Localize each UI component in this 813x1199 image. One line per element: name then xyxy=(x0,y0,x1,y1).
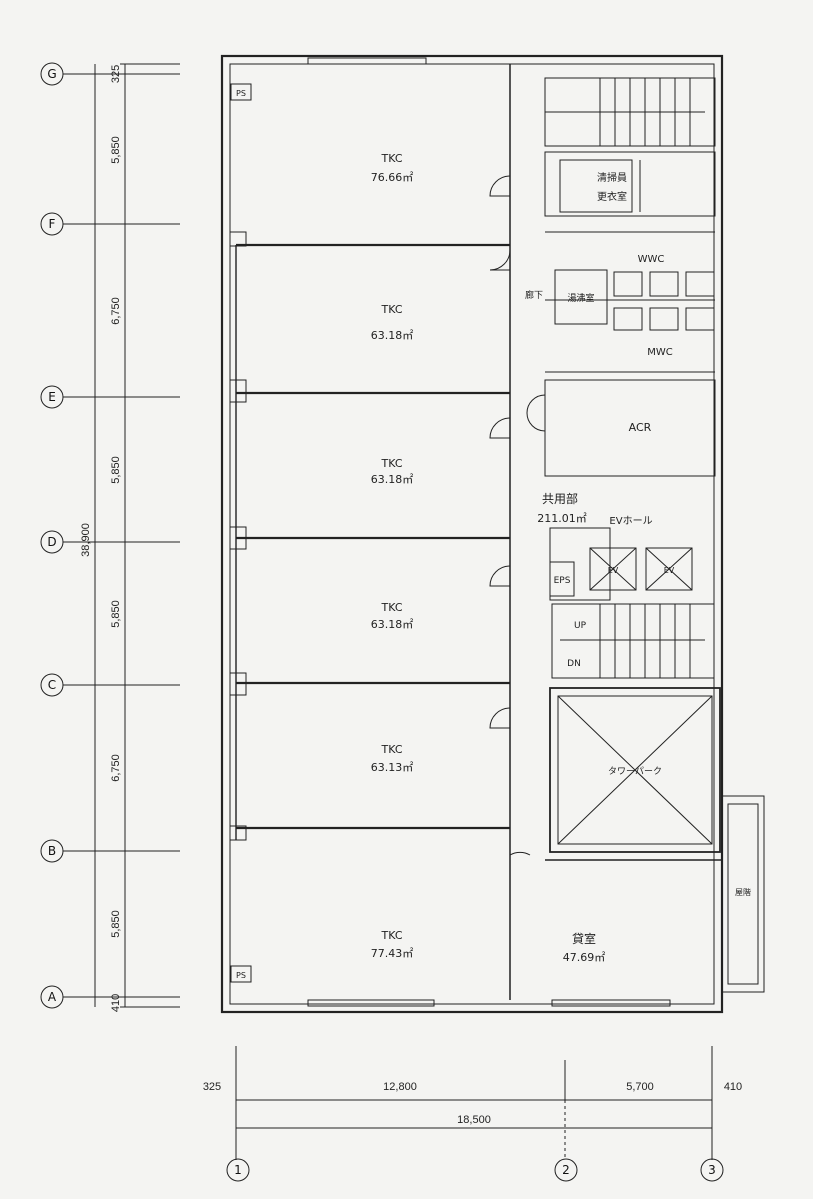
dim-left-4: 5,850 xyxy=(110,600,122,628)
room-area-tkc-4: 63.18㎡ xyxy=(371,618,414,631)
axis-letter-c: C xyxy=(48,678,56,692)
bottom-dimensions: 325 12,800 5,700 410 18,500 1 2 3 xyxy=(203,1081,742,1177)
cleaner-room-label-2: 更衣室 xyxy=(597,190,627,203)
dim-bottom-3: 410 xyxy=(724,1081,742,1093)
cleaner-room-label-1: 清掃員 xyxy=(597,171,627,184)
room-name-tkc-4: TKC xyxy=(380,601,402,614)
tower-parking-label: タワーパーク xyxy=(608,766,662,777)
wwc-label: WWC xyxy=(638,254,665,265)
dim-left-1: 5,850 xyxy=(110,136,122,164)
row-axis-letters: G F E D C B A xyxy=(47,67,57,1004)
acr-label: ACR xyxy=(629,421,652,434)
stair-up-label: UP xyxy=(574,621,587,631)
eps-label: EPS xyxy=(554,576,571,586)
room-name-tkc-1: TKC xyxy=(380,152,402,165)
ps-label-bottom: PS xyxy=(236,971,246,980)
bottom-dimension-lines xyxy=(226,1046,724,1182)
axis-bubble-1 xyxy=(226,1158,250,1182)
room-name-tkc-2: TKC xyxy=(380,303,402,316)
room-name-tkc-3: TKC xyxy=(380,457,402,470)
corridor-label: 廊下 xyxy=(525,289,543,301)
dim-bottom-total: 18,500 xyxy=(457,1114,491,1126)
axis-letter-e: E xyxy=(48,390,56,404)
room-name-kashi: 貸室 xyxy=(572,931,596,946)
stair-dn-label: DN xyxy=(567,659,581,669)
axis-bubble-3 xyxy=(700,1158,724,1182)
room-name-tkc-6: TKC xyxy=(380,929,402,942)
room-area-tkc-2: 63.18㎡ xyxy=(371,329,414,342)
room-area-tkc-6: 77.43㎡ xyxy=(371,947,414,960)
axis-letter-g: G xyxy=(47,67,56,81)
axis-letter-d: D xyxy=(47,535,56,549)
dim-left-3: 5,850 xyxy=(110,456,122,484)
ps-label-top: PS xyxy=(236,89,246,98)
dim-left-5: 6,750 xyxy=(110,754,122,782)
axis-letter-b: B xyxy=(48,844,56,858)
building-outline xyxy=(220,54,724,1014)
axis-number-1: 1 xyxy=(234,1163,242,1177)
room-area-tkc-5: 63.13㎡ xyxy=(371,761,414,774)
ev-label-1: EV xyxy=(608,566,619,575)
dim-left-2: 6,750 xyxy=(110,297,122,325)
ps-shafts xyxy=(230,83,252,983)
mwc-label: MWC xyxy=(647,347,673,358)
dim-left-6: 5,850 xyxy=(110,910,122,938)
kitchenette-label: 湯沸室 xyxy=(567,292,594,304)
room-area-tkc-3: 63.18㎡ xyxy=(371,473,414,486)
room-area-tkc-1: 76.66㎡ xyxy=(371,171,414,184)
ev-hall-label: EVホール xyxy=(609,515,652,527)
row-axis-markers xyxy=(40,62,180,1009)
dim-left-7: 410 xyxy=(110,994,122,1012)
dim-bottom-0: 325 xyxy=(203,1081,221,1093)
service-core xyxy=(526,77,765,993)
dim-left-0: 325 xyxy=(110,65,122,83)
ev-label-2: EV xyxy=(664,566,675,575)
room-labels: TKC 76.66㎡ TKC 63.18㎡ TKC 63.18㎡ TKC 63.… xyxy=(371,152,606,964)
axis-number-3: 3 xyxy=(708,1163,716,1177)
dim-bottom-2: 5,700 xyxy=(626,1081,654,1093)
axis-letter-f: F xyxy=(49,217,56,231)
dim-left-total: 38,900 xyxy=(80,523,92,557)
dim-bottom-1: 12,800 xyxy=(383,1081,417,1093)
room-area-kashi: 47.69㎡ xyxy=(563,951,606,964)
axis-bubble-2 xyxy=(554,1158,578,1182)
room-name-tkc-5: TKC xyxy=(380,743,402,756)
left-dimensions: 325 5,850 6,750 5,850 5,850 6,750 5,850 … xyxy=(80,65,122,1012)
core-labels: 清掃員 更衣室 WWC MWC 廊下 湯沸室 ACR EVホール EPS EV … xyxy=(525,171,751,897)
rooftop-label: 屋階 xyxy=(735,887,751,897)
common-area-name: 共用部 xyxy=(542,491,578,506)
common-area-size: 211.01㎡ xyxy=(537,512,587,525)
office-partitions xyxy=(229,64,531,1000)
axis-letter-a: A xyxy=(48,990,57,1004)
axis-number-2: 2 xyxy=(562,1163,570,1177)
